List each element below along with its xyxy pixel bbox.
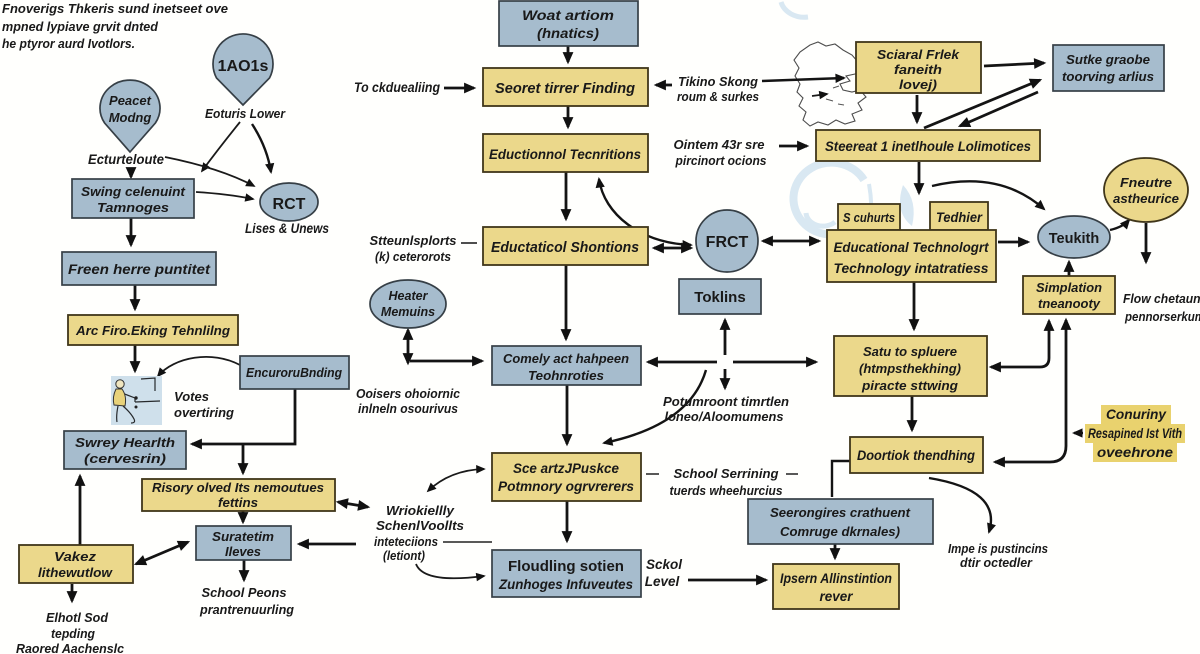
svg-text:School Serrining: School Serrining (674, 466, 779, 481)
svg-text:Modng: Modng (109, 110, 152, 125)
svg-text:Teukith: Teukith (1049, 231, 1099, 247)
svg-text:lovej): lovej) (899, 77, 937, 92)
svg-text:Flow chetaund: Flow chetaund (1123, 291, 1200, 306)
svg-text:Fnoverigs Thkeris sund inetsee: Fnoverigs Thkeris sund inetseet ove (2, 1, 228, 16)
svg-text:Eductaticol Shontions: Eductaticol Shontions (491, 239, 639, 256)
svg-text:Eoturis Lower: Eoturis Lower (205, 106, 286, 121)
svg-text:Conuriny: Conuriny (1106, 407, 1168, 422)
svg-text:Ointem 43r sre: Ointem 43r sre (674, 137, 765, 152)
svg-text:School Peons: School Peons (202, 585, 287, 600)
svg-text:Arc Firo.Eking Tehnlilng: Arc Firo.Eking Tehnlilng (75, 323, 230, 338)
svg-text:Ipsern Allinstintion: Ipsern Allinstintion (780, 571, 892, 586)
svg-text:Vakez: Vakez (54, 549, 97, 564)
svg-text:toorving arlius: toorving arlius (1062, 69, 1154, 84)
svg-text:Resapined Ist Vith: Resapined Ist Vith (1088, 426, 1182, 441)
svg-text:astheurice: astheurice (1113, 191, 1179, 206)
svg-text:Votes: Votes (174, 389, 209, 404)
svg-text:SchenlVoollts: SchenlVoollts (376, 519, 464, 533)
svg-text:loneo/Aloomumens: loneo/Aloomumens (665, 409, 784, 424)
svg-text:(cervesrin): (cervesrin) (84, 451, 166, 466)
svg-text:Seoret tirrer Finding: Seoret tirrer Finding (495, 80, 635, 97)
svg-text:overtiring: overtiring (174, 405, 234, 420)
svg-text:Lises & Unews: Lises & Unews (245, 221, 329, 236)
svg-text:Suratetim: Suratetim (212, 529, 274, 544)
svg-text:Swing celenuint: Swing celenuint (81, 184, 186, 199)
svg-text:Fneutre: Fneutre (1120, 175, 1172, 190)
svg-text:Risory olved Its nemoutues: Risory olved Its nemoutues (152, 480, 324, 495)
svg-text:he ptyror aurd Ivotlors.: he ptyror aurd Ivotlors. (2, 36, 135, 51)
svg-text:Raored Aachenslc: Raored Aachenslc (16, 641, 125, 654)
svg-text:Level: Level (645, 574, 680, 589)
svg-text:fettins: fettins (218, 495, 258, 510)
svg-text:faneith: faneith (894, 62, 942, 77)
svg-text:Sce artzJPuskce: Sce artzJPuskce (513, 461, 619, 476)
svg-text:Steereat 1 inetlhoule Lolimoti: Steereat 1 inetlhoule Lolimotices (825, 138, 1031, 154)
svg-text:RCT: RCT (273, 196, 306, 213)
svg-text:Floudling sotien: Floudling sotien (508, 559, 624, 575)
svg-text:piracte sttwing: piracte sttwing (861, 378, 958, 393)
svg-text:Doortiok thendhing: Doortiok thendhing (857, 448, 976, 463)
svg-text:pircinort ocions: pircinort ocions (675, 153, 767, 168)
svg-text:Freen herre puntitet: Freen herre puntitet (68, 261, 211, 277)
svg-text:Comruge dkrnales): Comruge dkrnales) (780, 524, 900, 539)
svg-text:inteteciions: inteteciions (374, 535, 438, 549)
svg-text:Heater: Heater (389, 289, 429, 303)
svg-text:Comely act hahpeen: Comely act hahpeen (503, 351, 629, 366)
svg-text:(letiont): (letiont) (383, 549, 425, 563)
svg-text:S cuhurts: S cuhurts (843, 211, 895, 225)
svg-text:Potumroont timrtlen: Potumroont timrtlen (663, 394, 789, 409)
svg-text:Seerongires crathuent: Seerongires crathuent (770, 505, 911, 520)
svg-text:Eductionnol Tecnritions: Eductionnol Tecnritions (489, 146, 641, 162)
svg-text:To ckduealiing: To ckduealiing (354, 80, 441, 95)
svg-text:Memuins: Memuins (381, 305, 435, 319)
svg-text:pennorserkum: pennorserkum (1124, 309, 1200, 324)
svg-text:Tamnoges: Tamnoges (97, 200, 169, 215)
svg-text:prantrenuurling: prantrenuurling (199, 602, 294, 617)
svg-text:Satu to spluere: Satu to spluere (863, 344, 957, 359)
svg-text:Potmnory ogrvrerers: Potmnory ogrvrerers (498, 479, 634, 494)
svg-text:Technology intatratiess: Technology intatratiess (834, 260, 989, 276)
svg-text:Impe is pustincins: Impe is pustincins (948, 542, 1048, 556)
svg-text:Swrey Hearlth: Swrey Hearlth (75, 435, 175, 450)
svg-text:Sciaral Frlek: Sciaral Frlek (877, 47, 960, 62)
svg-text:Woat artiom: Woat artiom (522, 8, 614, 23)
svg-text:Wriokiellly: Wriokiellly (386, 504, 455, 518)
svg-text:Stteunlsplorts: Stteunlsplorts (370, 233, 457, 248)
svg-text:Sutke graobe: Sutke graobe (1066, 52, 1150, 67)
svg-text:FRCT: FRCT (706, 234, 749, 251)
svg-text:Ecturteloute: Ecturteloute (88, 152, 164, 167)
svg-text:Simplation: Simplation (1036, 280, 1102, 295)
svg-text:mpned lypiave grvit dnted: mpned lypiave grvit dnted (2, 19, 159, 34)
svg-text:Sckol: Sckol (646, 557, 682, 572)
svg-text:Educational Technologrt: Educational Technologrt (834, 239, 990, 255)
svg-text:Ooisers ohoiornic: Ooisers ohoiornic (356, 387, 460, 401)
svg-text:lithewutlow: lithewutlow (38, 565, 113, 580)
svg-text:EncuroruBnding: EncuroruBnding (246, 365, 342, 380)
svg-text:(k) ceterorots: (k) ceterorots (375, 249, 451, 264)
svg-text:rever: rever (819, 589, 853, 604)
svg-text:Elhotl Sod: Elhotl Sod (46, 610, 109, 625)
svg-text:inlneln osourivus: inlneln osourivus (358, 402, 458, 416)
svg-text:Zunhoges Infuveutes: Zunhoges Infuveutes (498, 577, 633, 592)
svg-text:Peacet: Peacet (109, 93, 152, 108)
svg-text:tneanooty: tneanooty (1038, 296, 1101, 311)
svg-text:(hnatics): (hnatics) (537, 26, 600, 41)
svg-text:Tedhier: Tedhier (936, 209, 983, 225)
svg-text:Tikino Skong: Tikino Skong (678, 74, 758, 89)
svg-text:oveehrone: oveehrone (1097, 445, 1174, 460)
svg-text:tepding: tepding (51, 626, 95, 641)
svg-text:Ileves: Ileves (225, 544, 261, 559)
svg-text:tuerds wheehurcius: tuerds wheehurcius (670, 483, 783, 498)
svg-text:(htmpsthekhing): (htmpsthekhing) (859, 361, 961, 376)
svg-text:1AO1s: 1AO1s (218, 58, 269, 75)
svg-text:Toklins: Toklins (694, 289, 745, 306)
svg-text:Teohnroties: Teohnroties (528, 368, 604, 383)
svg-text:roum & surkes: roum & surkes (677, 89, 759, 104)
svg-text:dtir octedler: dtir octedler (960, 556, 1033, 570)
